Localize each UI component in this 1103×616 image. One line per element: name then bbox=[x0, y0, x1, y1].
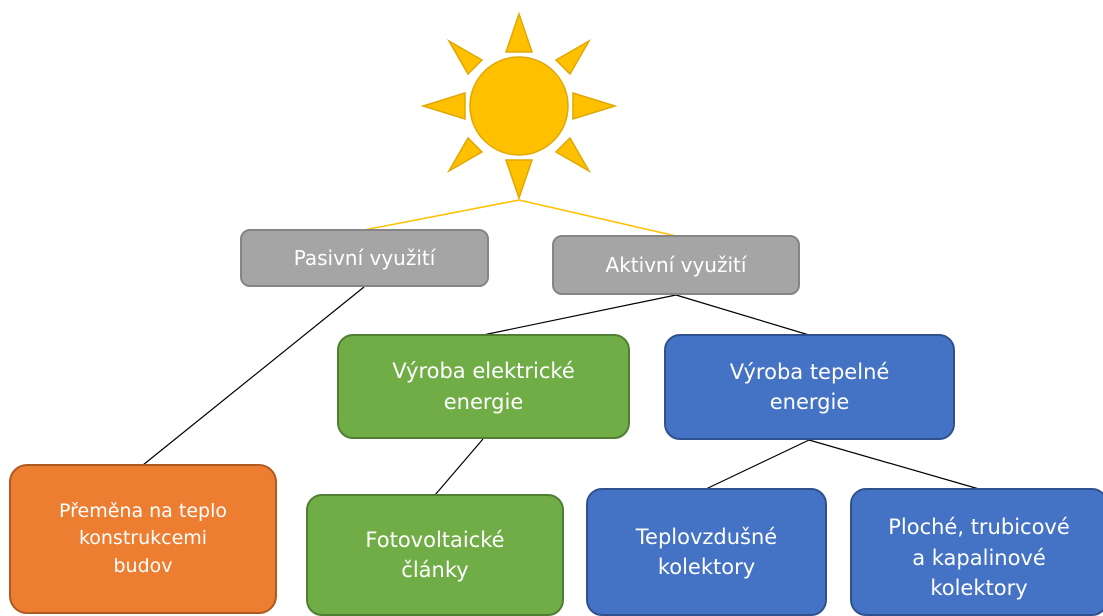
node-tepelne-label: Výroba tepelné energie bbox=[729, 359, 890, 414]
sun-ray-s bbox=[504, 159, 534, 201]
sun-ray-n bbox=[504, 11, 534, 53]
node-pasivni-label: Pasivní využití bbox=[293, 245, 436, 270]
connector-sun-aktivni bbox=[518, 199, 677, 237]
sun-ray-e bbox=[572, 91, 618, 121]
connector-tepelne-ploche bbox=[808, 439, 980, 490]
node-premena-label: Přeměna na teplo konstrukcemi budov bbox=[59, 499, 227, 577]
connector-tepelne-teplovzdusne bbox=[705, 439, 810, 490]
node-fotovoltaicke-label: Fotovoltaické články bbox=[365, 527, 505, 582]
sun-ray-w bbox=[420, 91, 466, 121]
connector-pasivni-premena bbox=[142, 286, 365, 466]
node-aktivni-vyuziti: Aktivní využití bbox=[552, 235, 800, 295]
connector-sun-pasivni bbox=[363, 199, 520, 231]
sun-disc bbox=[469, 56, 569, 156]
connector-aktivni-elektricke bbox=[482, 294, 677, 336]
node-vyroba-elektricke-energie: Výroba elektrické energie bbox=[337, 334, 630, 439]
node-ploche-kolektory: Ploché, trubicové a kapalinové kolektory bbox=[850, 488, 1103, 616]
node-teplovzdusne-label: Teplovzdušné kolektory bbox=[635, 524, 778, 579]
node-teplovzdusne-kolektory: Teplovzdušné kolektory bbox=[586, 488, 827, 616]
node-fotovoltaicke-clanky: Fotovoltaické články bbox=[306, 494, 564, 616]
sun-ray-sw bbox=[446, 136, 484, 174]
sun-ray-ne bbox=[554, 38, 592, 76]
sun-ray-se bbox=[554, 136, 592, 174]
connector-aktivni-tepelne bbox=[675, 294, 810, 336]
node-elektricke-label: Výroba elektrické energie bbox=[392, 359, 575, 414]
sun-ray-nw bbox=[446, 38, 484, 76]
node-premena-na-teplo: Přeměna na teplo konstrukcemi budov bbox=[9, 464, 277, 614]
node-aktivni-label: Aktivní využití bbox=[605, 252, 747, 277]
sun-icon bbox=[420, 11, 618, 201]
connector-elektricke-foto bbox=[434, 438, 484, 496]
node-vyroba-tepelne-energie: Výroba tepelné energie bbox=[664, 334, 955, 440]
node-pasivni-vyuziti: Pasivní využití bbox=[240, 229, 489, 287]
node-ploche-label: Ploché, trubicové a kapalinové kolektory bbox=[888, 515, 1070, 601]
